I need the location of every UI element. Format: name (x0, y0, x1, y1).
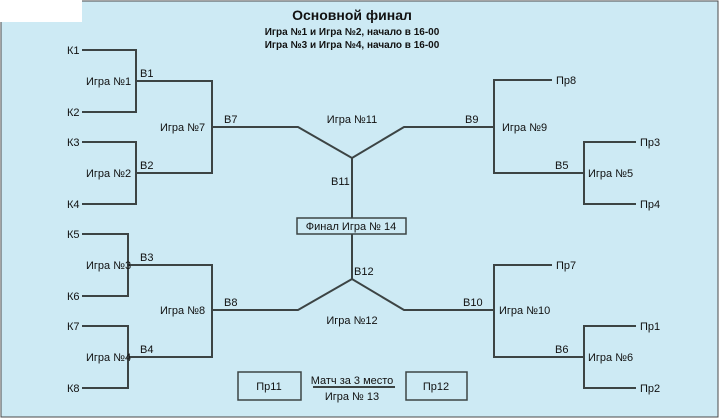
bracket-game-5 (583, 141, 636, 205)
game-label: Игра №10 (499, 305, 550, 317)
winner-label: В12 (354, 266, 374, 278)
bracket-game-9 (493, 79, 584, 174)
bracket-game-10 (493, 264, 584, 358)
game-label: Игра №5 (588, 168, 633, 180)
third-place-team-right: Пр12 (423, 381, 449, 393)
game-label: Игра №6 (588, 352, 633, 364)
game-label: Игра №8 (160, 305, 205, 317)
team-label: К2 (67, 107, 80, 119)
winner-label: В6 (555, 344, 568, 356)
game-label: Игра №7 (160, 122, 205, 134)
team-label: Пр4 (640, 199, 660, 211)
team-label: К6 (67, 291, 80, 303)
game-label: Игра №2 (86, 168, 131, 180)
bracket-game-6 (583, 325, 636, 389)
final-box (296, 217, 407, 235)
game-label: Игра №11 (327, 114, 377, 126)
game-label: Игра №1 (86, 76, 131, 88)
winner-label: В4 (140, 344, 153, 356)
winner-label: В9 (465, 114, 478, 126)
corner-tab (0, 0, 82, 22)
team-label: К3 (67, 137, 80, 149)
game-label: Игра №4 (86, 352, 131, 364)
winner-label: В7 (224, 114, 237, 126)
winner-label: В3 (140, 252, 153, 264)
winner-label: В10 (463, 297, 483, 309)
winner-label: В8 (224, 297, 237, 309)
team-label: Пр7 (556, 260, 576, 272)
team-label: К7 (67, 321, 80, 333)
page-title: Основной финал (292, 7, 412, 23)
final-label: Финал Игра № 14 (306, 221, 396, 233)
game-label: Игра №3 (86, 260, 131, 272)
team-label: К1 (67, 45, 80, 57)
third-place-team-left-box (237, 371, 302, 401)
team-label: Пр3 (640, 137, 660, 149)
game-label: Игра №12 (326, 315, 377, 327)
third-place-team-left: Пр11 (256, 381, 281, 393)
team-label: Пр2 (640, 383, 660, 395)
team-label: Пр8 (556, 75, 576, 87)
winner-label: В1 (140, 68, 153, 80)
schedule-line-1: Игра №1 и Игра №2, начало в 16-00 (265, 27, 440, 38)
team-label: К4 (67, 199, 80, 211)
third-place-title: Матч за 3 место (311, 375, 394, 387)
schedule-line-2: Игра №3 и Игра №4, начало в 16-00 (265, 40, 440, 51)
team-label: К8 (67, 383, 80, 395)
game-label: Игра №9 (502, 122, 547, 134)
winner-label: В2 (140, 160, 153, 172)
winner-label: В5 (555, 160, 568, 172)
winner-label: В11 (331, 176, 350, 188)
third-place-team-right-box (405, 371, 468, 401)
team-label: К5 (67, 229, 80, 241)
third-place-game: Игра № 13 (325, 391, 379, 403)
team-label: Пр1 (640, 321, 660, 333)
